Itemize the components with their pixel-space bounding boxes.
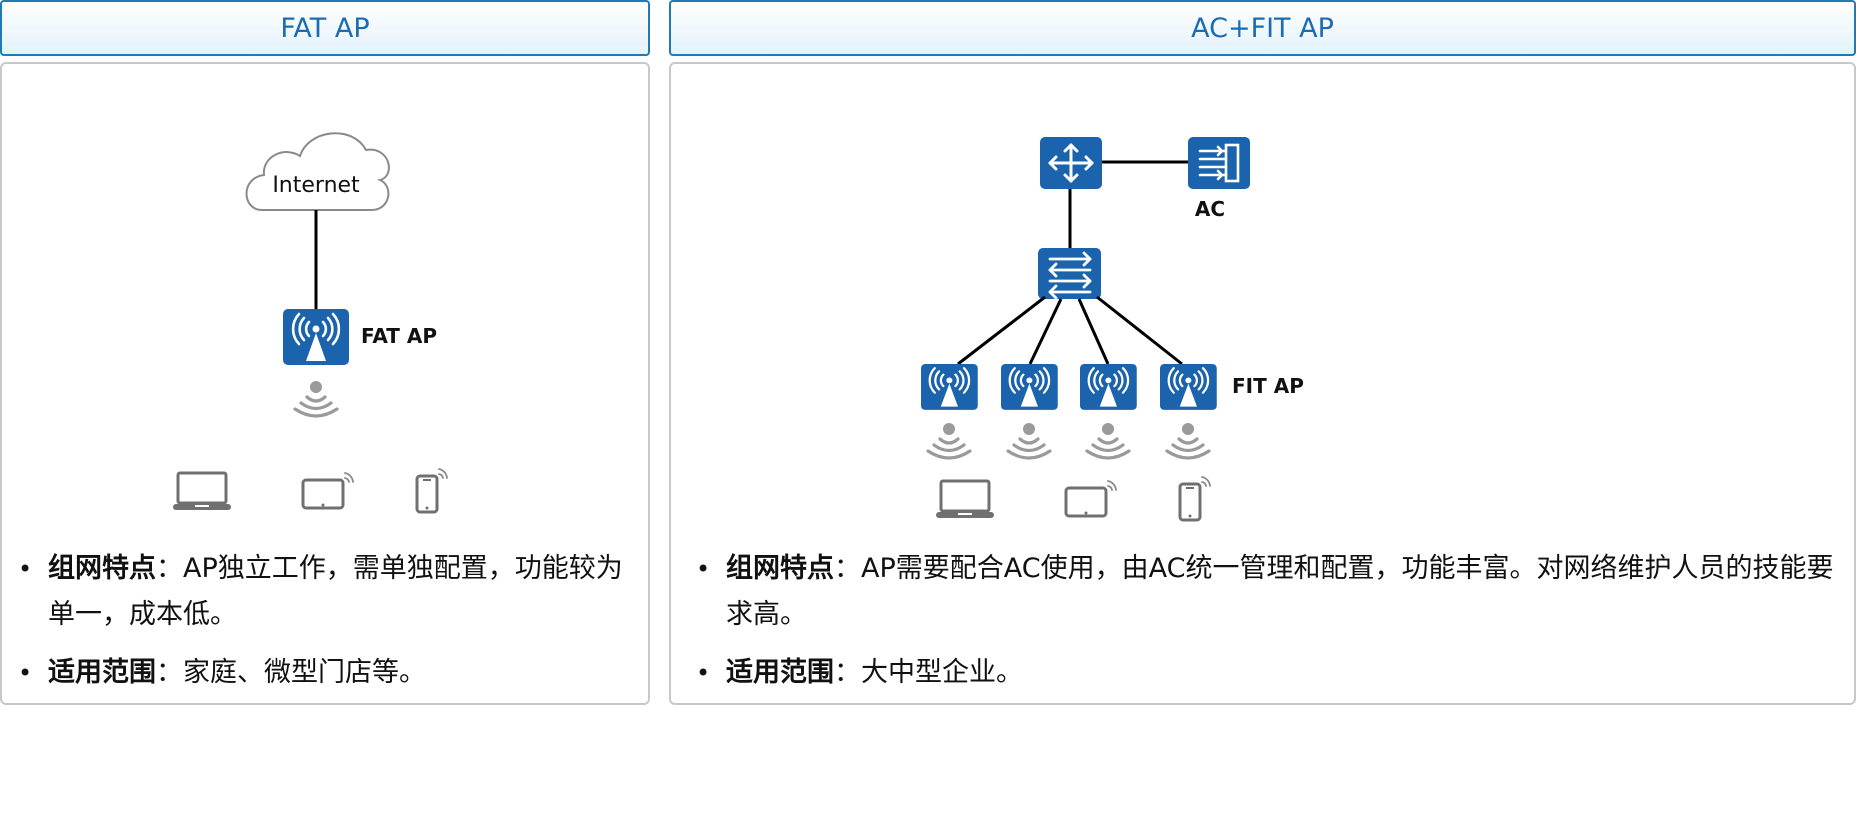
laptop-icon xyxy=(171,471,233,512)
bullet-key: 适用范围 xyxy=(48,657,156,688)
fat-ap-bullets: 组网特点：AP独立工作，需单独配置，功能较为单一，成本低。 适用范围：家庭、微型… xyxy=(18,546,636,708)
ac-fit-ap-header-title: AC+FIT AP xyxy=(1191,12,1334,44)
bullet-text: AP独立工作，需单独配置，功能较为单一，成本低。 xyxy=(48,553,623,630)
fit-ap-signal-icon-2 xyxy=(1006,421,1052,460)
tablet-icon xyxy=(301,471,355,510)
bullet-key: 组网特点 xyxy=(726,553,834,584)
bullet-key: 组网特点 xyxy=(48,553,156,584)
fat-ap-header: FAT AP xyxy=(0,0,650,56)
fit-ap-icon-1 xyxy=(919,362,979,412)
fit-ap-signal-icon-3 xyxy=(1085,421,1131,460)
ac-fit-ap-bullet-networking: 组网特点：AP需要配合AC使用，由AC统一管理和配置，功能丰富。对网络维护人员的… xyxy=(696,546,1836,638)
bullet-text: 家庭、微型门店等。 xyxy=(183,657,426,688)
ac-fit-ap-header: AC+FIT AP xyxy=(669,0,1856,56)
switch-ap-links xyxy=(957,295,1183,366)
bullet-separator: ： xyxy=(156,553,183,584)
ac-controller-icon xyxy=(1188,137,1250,189)
fit-ap-icon-3 xyxy=(1078,362,1138,412)
internet-label: Internet xyxy=(272,173,360,198)
fat-ap-signal-icon xyxy=(293,379,339,418)
fit-ap-icon-4 xyxy=(1158,362,1218,412)
fat-ap-label: FAT AP xyxy=(361,324,437,348)
ac-fit-ap-bullet-scope: 适用范围：大中型企业。 xyxy=(696,650,1836,696)
ac-label: AC xyxy=(1195,197,1225,221)
fat-ap-bullet-networking: 组网特点：AP独立工作，需单独配置，功能较为单一，成本低。 xyxy=(18,546,636,638)
fat-ap-bullet-scope: 适用范围：家庭、微型门店等。 xyxy=(18,650,636,696)
switch-icon xyxy=(1038,248,1101,300)
laptop-icon xyxy=(934,479,996,520)
bullet-key: 适用范围 xyxy=(726,657,834,688)
fit-ap-signal-icon-4 xyxy=(1165,421,1211,460)
bullet-separator: ： xyxy=(156,657,183,688)
fit-ap-signal-icon-1 xyxy=(926,421,972,460)
ac-fit-ap-bullets: 组网特点：AP需要配合AC使用，由AC统一管理和配置，功能丰富。对网络维护人员的… xyxy=(696,546,1836,708)
fat-ap-icon xyxy=(281,307,351,367)
phone-icon xyxy=(1178,475,1212,522)
bullet-text: 大中型企业。 xyxy=(861,657,1023,688)
router-icon xyxy=(1040,137,1102,189)
fat-ap-header-title: FAT AP xyxy=(280,12,370,44)
bullet-separator: ： xyxy=(834,553,861,584)
internet-cloud-icon xyxy=(245,132,390,211)
fit-ap-label: FIT AP xyxy=(1232,374,1304,398)
tablet-icon xyxy=(1064,479,1118,518)
phone-icon xyxy=(415,467,449,514)
bullet-text: AP需要配合AC使用，由AC统一管理和配置，功能丰富。对网络维护人员的技能要求高… xyxy=(726,553,1834,630)
fit-ap-icon-2 xyxy=(999,362,1059,412)
bullet-separator: ： xyxy=(834,657,861,688)
